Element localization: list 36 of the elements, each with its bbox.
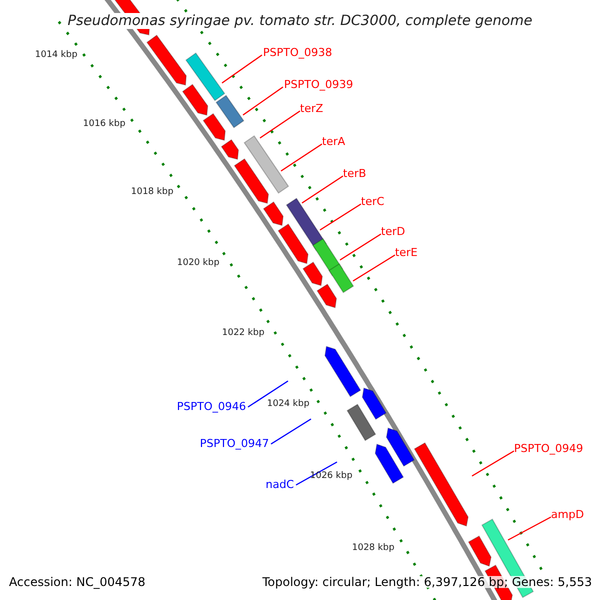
leader-line xyxy=(302,176,344,204)
scale-label: 1026 kbp xyxy=(310,472,352,481)
leader-line xyxy=(270,418,312,444)
scale-label: 1028 kbp xyxy=(352,544,394,553)
leader-line xyxy=(472,450,514,477)
leader-line xyxy=(352,254,396,282)
gene-label: PSPTO_0939 xyxy=(284,79,354,90)
gene-label: ampD xyxy=(551,509,584,520)
gene-label: nadC xyxy=(266,479,294,490)
leader-line xyxy=(296,461,338,486)
leader-line xyxy=(248,380,288,408)
leader-line xyxy=(242,86,284,116)
scale-label: 1024 kbp xyxy=(267,400,310,409)
gene-label: terC xyxy=(361,196,384,207)
scale-label: 1014 kbp xyxy=(35,51,78,60)
gene-label: terD xyxy=(381,226,406,237)
gene-label: terE xyxy=(395,247,418,258)
gene-label: terB xyxy=(343,168,366,179)
gene-label: PSPTO_0947 xyxy=(200,438,269,449)
scale-label: 1020 kbp xyxy=(177,259,220,268)
footer-text: Topology: circular; Length: 6,397,126 bp; Genes: 5,553 xyxy=(262,576,592,588)
leader-line xyxy=(320,204,362,230)
gene-label: PSPTO_0938 xyxy=(263,47,332,58)
leader-line xyxy=(260,110,300,138)
gene-label: terA xyxy=(322,136,346,147)
leader-line xyxy=(280,144,322,172)
leader-line xyxy=(508,516,552,541)
leader-line xyxy=(222,54,262,84)
scale-label: 1016 kbp xyxy=(83,120,126,129)
gene-label: PSPTO_0949 xyxy=(514,443,584,454)
footer-text: Accession: NC_004578 xyxy=(9,576,146,588)
gene-label: terZ xyxy=(300,103,324,114)
scale-label: 1018 kbp xyxy=(131,188,174,197)
gene-label: PSPTO_0946 xyxy=(176,401,246,412)
leader-line xyxy=(340,234,382,260)
scale-label: 1022 kbp xyxy=(222,329,264,338)
